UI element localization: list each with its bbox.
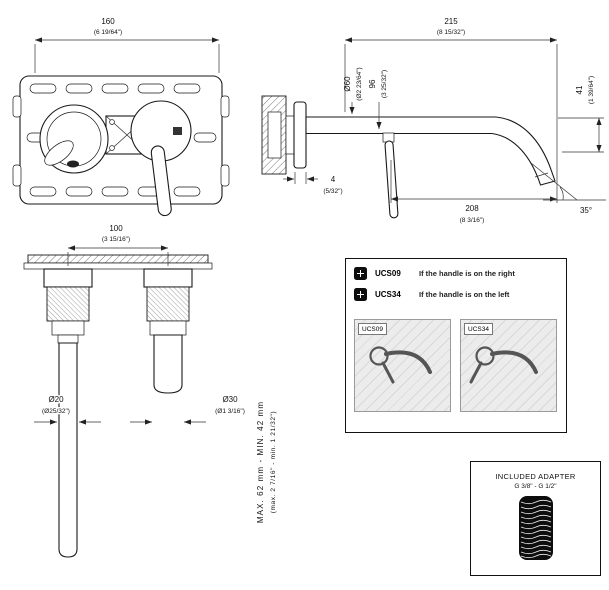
dim-top-tube-large: Ø30 (Ø1 3/16") xyxy=(130,395,245,425)
dim-side-plate-thickness: 4 (5/32") xyxy=(283,172,343,195)
dim-side-length-mm: 215 xyxy=(444,17,458,26)
dim-side-angle: 35° xyxy=(530,162,606,215)
dim-spacing-mm: 100 xyxy=(109,224,123,233)
dim-side-height: 96 (3 25/32") xyxy=(368,70,388,129)
option-row-ucs09: UCS09 If the handle is on the right xyxy=(354,267,558,280)
dim-side-spout-length: 208 (8 3/16") xyxy=(390,160,557,224)
adapter-title: INCLUDED ADAPTER xyxy=(495,472,576,481)
dim-spout-mm: 208 xyxy=(465,204,479,213)
dim-side-drop: 41 (1 39/64") xyxy=(558,76,604,153)
right-valve xyxy=(143,268,193,394)
dim-depth-mm: MAX. 62 mm - MIN. 42 mm xyxy=(256,401,265,523)
dim-height-mm: 96 xyxy=(368,79,377,88)
dim-tube-large-mm: Ø30 xyxy=(222,395,238,404)
dim-spacing-in: (3 15/16") xyxy=(102,236,130,243)
dim-height-in: (3 25/32") xyxy=(381,70,388,98)
handle-rosette-front xyxy=(130,100,192,217)
dim-escutcheon-in: (Ø2 23/64") xyxy=(356,67,363,100)
left-valve xyxy=(43,268,93,558)
spout-rosette-front xyxy=(39,104,109,174)
thumbnail-ucs09: UCS09 xyxy=(354,319,451,412)
dim-angle: 35° xyxy=(580,206,592,215)
thumb-ucs34-drawing xyxy=(469,346,538,384)
dim-front-width: 160 (6 19/64") xyxy=(34,17,220,73)
dim-drop-in: (1 39/64") xyxy=(588,76,595,104)
side-view: 215 (8 15/32") Ø60 (Ø2 23/64") 96 (3 25/… xyxy=(261,17,606,224)
option-description: If the handle is on the right xyxy=(419,269,515,278)
option-thumbnails: UCS09 UCS34 xyxy=(354,319,558,412)
escutcheon-side xyxy=(293,101,307,169)
thumbnail-label: UCS34 xyxy=(464,323,493,335)
plus-icon xyxy=(354,288,367,301)
thumb-ucs09-drawing xyxy=(369,346,432,384)
option-row-ucs34: UCS34 If the handle is on the left xyxy=(354,288,558,301)
mounting-slots xyxy=(26,83,217,197)
supply-tube-small xyxy=(58,342,78,558)
dim-side-length-in: (8 15/32") xyxy=(437,29,465,36)
dim-escutcheon-mm: Ø60 xyxy=(343,76,352,92)
dim-side-escutcheon-diameter: Ø60 (Ø2 23/64") xyxy=(343,67,363,114)
spout-side xyxy=(305,116,556,186)
dim-tube-large-in: (Ø1 3/16") xyxy=(215,408,245,415)
top-view: 100 (3 15/16") Ø20 (Ø25/32") Ø30 (Ø1 3/1… xyxy=(23,224,277,558)
dim-top-tube-small: Ø20 (Ø25/32") xyxy=(34,394,101,425)
thumbnail-ucs34: UCS34 xyxy=(460,319,557,412)
dim-plate-mm: 4 xyxy=(331,175,336,184)
dim-side-projection: 215 (8 15/32") xyxy=(344,17,558,203)
dim-tube-small-mm: Ø20 xyxy=(48,395,64,404)
dim-drop-mm: 41 xyxy=(575,85,584,94)
option-description: If the handle is on the left xyxy=(419,290,510,299)
dim-tube-small-in: (Ø25/32") xyxy=(42,408,70,415)
dim-plate-in: (5/32") xyxy=(323,188,342,195)
thumbnail-label: UCS09 xyxy=(358,323,387,335)
included-adapter-box: INCLUDED ADAPTER G 3/8" - G 1/2" xyxy=(470,461,601,576)
dim-depth-in: (max. 2 7/16" - min. 1 21/32") xyxy=(270,411,277,513)
dim-front-width-mm: 160 xyxy=(101,17,115,26)
option-code: UCS09 xyxy=(375,269,401,278)
dim-front-width-in: (6 19/64") xyxy=(94,29,122,36)
adapter-image xyxy=(518,496,553,560)
dim-top-depth-range: MAX. 62 mm - MIN. 42 mm (max. 2 7/16" - … xyxy=(256,401,277,523)
dim-spout-in: (8 3/16") xyxy=(460,217,485,224)
bracket-edge xyxy=(27,254,209,264)
option-code: UCS34 xyxy=(375,290,401,299)
handle-side xyxy=(382,132,399,219)
front-view: 160 (6 19/64") xyxy=(12,17,230,217)
dim-top-spacing: 100 (3 15/16") xyxy=(67,224,169,266)
plus-icon xyxy=(354,267,367,280)
handle-options-box: UCS09 If the handle is on the right UCS3… xyxy=(345,258,567,433)
supply-tube-large xyxy=(153,334,183,394)
adapter-thread-size: G 3/8" - G 1/2" xyxy=(514,483,557,490)
